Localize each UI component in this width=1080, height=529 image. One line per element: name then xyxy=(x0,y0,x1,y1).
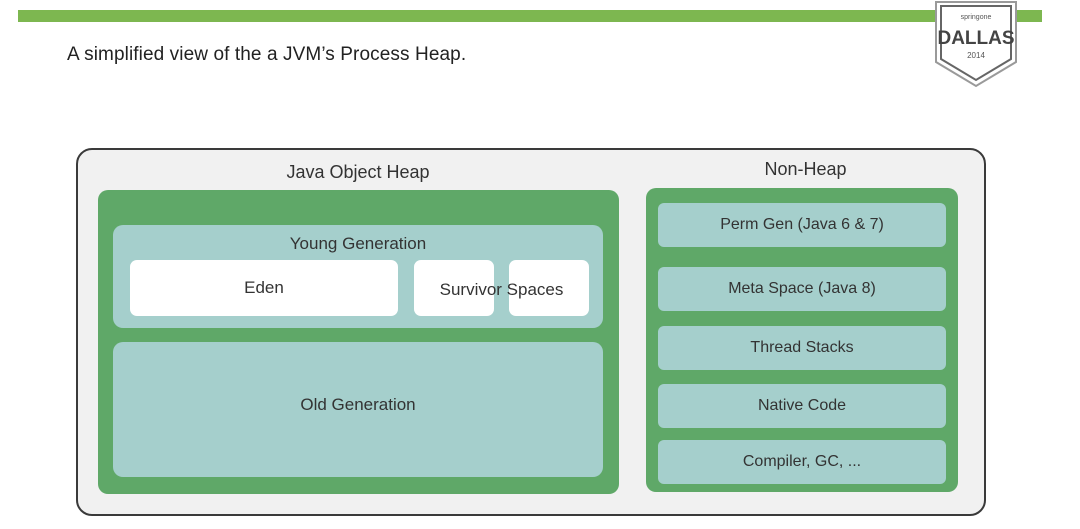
eden-label: Eden xyxy=(244,278,284,297)
young-generation-box: Young Generation Eden Survivor Spaces xyxy=(113,225,603,328)
perm-gen-box: Perm Gen (Java 6 & 7) xyxy=(658,203,946,247)
survivor-space-box-2 xyxy=(509,260,589,316)
java-object-heap-panel: Young Generation Eden Survivor Spaces Ol… xyxy=(98,190,619,494)
slide-title: A simplified view of the a JVM’s Process… xyxy=(67,44,467,65)
young-generation-label: Young Generation xyxy=(289,234,427,253)
survivor-spaces-label: Survivor Spaces xyxy=(439,280,564,299)
old-generation-box: Old Generation xyxy=(113,342,603,477)
thread-stacks-box: Thread Stacks xyxy=(658,326,946,370)
java-object-heap-title: Java Object Heap xyxy=(286,162,430,182)
process-heap-frame: Java Object Heap Non-Heap Young Generati… xyxy=(76,148,986,516)
meta-space-box: Meta Space (Java 8) xyxy=(658,267,946,311)
old-generation-label: Old Generation xyxy=(300,395,416,414)
svg-text:springone: springone xyxy=(961,14,992,21)
eden-box: Eden xyxy=(130,260,398,316)
non-heap-panel: Perm Gen (Java 6 & 7) Meta Space (Java 8… xyxy=(646,188,958,492)
svg-text:2014: 2014 xyxy=(967,51,985,60)
survivor-space-box-1 xyxy=(414,260,494,316)
native-code-box: Native Code xyxy=(658,384,946,428)
non-heap-title: Non-Heap xyxy=(764,159,847,179)
top-accent-bar xyxy=(18,10,1042,22)
compiler-gc-box: Compiler, GC, ... xyxy=(658,440,946,484)
springone-dallas-badge-logo: springone DALLAS 2014 xyxy=(935,1,1017,88)
svg-text:DALLAS: DALLAS xyxy=(937,28,1014,49)
